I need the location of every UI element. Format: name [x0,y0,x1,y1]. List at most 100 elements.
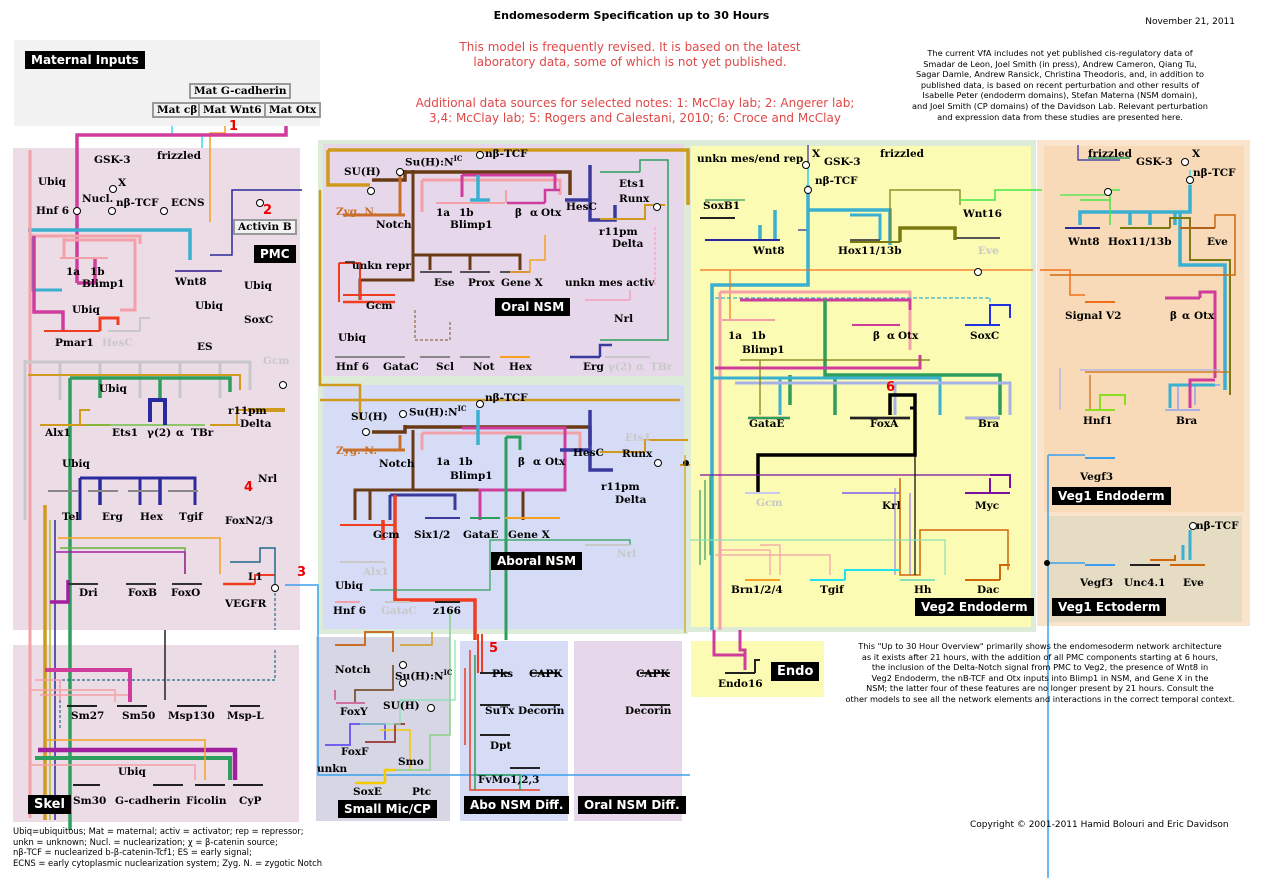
gene-foxa[interactable]: FoxA [870,418,899,430]
gene-gatae[interactable]: GataE [463,529,499,541]
gene-hesc[interactable]: HesC [102,337,133,349]
gene-hesc[interactable]: HesC [566,201,597,213]
gene-otx[interactable]: Otx [541,207,562,219]
gene-nrl[interactable]: Nrl [617,548,637,560]
gene-soxb1[interactable]: SoxB1 [703,200,741,212]
gene-gsk3[interactable]: GSK-3 [94,154,131,166]
gene-hnf6[interactable]: Hnf 6 [336,361,370,373]
gene-tbr[interactable]: TBr [650,361,673,373]
gene-nbeta-tcf[interactable]: nβ-TCF [485,148,528,160]
gene-nbeta-tcf[interactable]: nβ-TCF [815,175,858,187]
gene-bra[interactable]: Bra [978,418,1000,430]
gene-signal-v2[interactable]: Signal V2 [1065,310,1122,322]
gene-alx1[interactable]: Alx1 [45,427,71,439]
gene-g-cadherin[interactable]: G-cadherin [115,795,181,807]
gene-z166[interactable]: z166 [433,605,461,617]
gene-eve[interactable]: Eve [1207,236,1228,248]
gene-capk[interactable]: CAPK [529,668,563,680]
gene-smo[interactable]: Smo [398,756,424,768]
gene-runx[interactable]: Runx [619,193,650,205]
gene-not[interactable]: Not [473,361,495,373]
gene-gsk3[interactable]: GSK-3 [824,156,861,168]
gene-unc4-1[interactable]: Unc4.1 [1124,577,1166,589]
gene-blimp1[interactable]: Blimp1 [742,344,785,356]
gene-ecns[interactable]: ECNS [171,197,205,209]
gene-otx[interactable]: Otx [545,456,566,468]
gene-gatac[interactable]: GataC [381,605,417,617]
gene-hnf6[interactable]: Hnf 6 [36,205,70,217]
gene-sm27[interactable]: Sm27 [71,710,105,722]
gene-ets1[interactable]: Ets1 [619,178,646,190]
gene-foxy[interactable]: FoxY [340,706,368,718]
gene-hox11-13b[interactable]: Hox11/13b [1108,236,1172,248]
gene-alx1[interactable]: Alx1 [363,566,389,578]
gene-hesc[interactable]: HesC [573,447,604,459]
gene-scl[interactable]: Scl [436,361,454,373]
gene-erg[interactable]: Erg [583,361,604,373]
mat-g-cadherin-box[interactable]: Mat G-cadherin [189,83,292,99]
gene-tgif[interactable]: Tgif [820,584,844,596]
gene-ptc[interactable]: Ptc [412,786,432,798]
gene-su-h-nic[interactable]: Su(H):NIC [409,404,466,419]
gene-delta[interactable]: Delta [240,418,272,430]
gene-dpt[interactable]: Dpt [490,740,512,752]
gene-gene-x[interactable]: Gene X [508,529,550,541]
mat-cbeta-box[interactable]: Mat cβ [152,102,203,118]
gene-runx[interactable]: Runx [622,448,653,460]
gene-wnt8[interactable]: Wnt8 [753,245,785,257]
gene-nbeta-tcf[interactable]: nβ-TCF [485,392,528,404]
gene-wnt8[interactable]: Wnt8 [1068,236,1100,248]
gene-su-h[interactable]: SU(H) [351,411,388,423]
gene-cyp[interactable]: CyP [239,795,262,807]
gene-sutx[interactable]: SuTx [485,705,515,717]
gene-hox11-13b[interactable]: Hox11/13b [838,245,902,257]
gene-blimp1[interactable]: Blimp1 [450,219,493,231]
gene-gatae[interactable]: GataE [749,418,785,430]
gene-gsk3[interactable]: GSK-3 [1136,156,1173,168]
gene-nrl[interactable]: Nrl [614,313,634,325]
gene-r11pm[interactable]: r11pm [228,405,267,417]
gene-soxe[interactable]: SoxE [353,786,382,798]
gene-nbeta-tcf[interactable]: nβ-TCF [1193,167,1236,179]
gene-notch[interactable]: Notch [376,219,412,231]
gene-frizzled[interactable]: frizzled [880,148,924,160]
gene-es[interactable]: ES [197,341,213,353]
gene-nbeta-tcf[interactable]: nβ-TCF [116,197,159,209]
gene-decorin[interactable]: Decorin [625,705,672,717]
gene-msp-l[interactable]: Msp-L [227,710,264,722]
gene-ficolin[interactable]: Ficolin [186,795,227,807]
gene-hex[interactable]: Hex [509,361,532,373]
gene-msp130[interactable]: Msp130 [168,710,215,722]
gene-frizzled[interactable]: frizzled [157,150,201,162]
gene-sm50[interactable]: Sm50 [122,710,156,722]
gene-dac[interactable]: Dac [977,584,1000,596]
gene-zyg-n[interactable]: Zyg. N. [336,445,378,457]
gene-dri[interactable]: Dri [79,587,98,599]
gene-ese[interactable]: Ese [434,277,455,289]
activin-b-box[interactable]: Activin B [233,219,297,235]
gene-capk[interactable]: CAPK [636,668,670,680]
gene-tel[interactable]: Tel [62,511,80,523]
gene-eve[interactable]: Eve [978,245,999,257]
gene-soxc[interactable]: SoxC [244,314,274,326]
gene-hnf1[interactable]: Hnf1 [1083,415,1113,427]
gene-wnt8[interactable]: Wnt8 [175,276,207,288]
gene-bra[interactable]: Bra [1176,415,1198,427]
gene-gatac[interactable]: GataC [383,361,419,373]
gene-l1[interactable]: L1 [248,571,263,583]
gene-otx[interactable]: Otx [898,330,919,342]
gene-ets1[interactable]: Ets1 [112,427,139,439]
gene-foxn2-3[interactable]: FoxN2/3 [225,515,274,527]
gene-gcm[interactable]: Gcm [263,355,290,367]
gene-delta[interactable]: Delta [615,494,647,506]
gene-su-h[interactable]: SU(H) [344,166,381,178]
gene-erg[interactable]: Erg [102,511,123,523]
gene-brn1-2-4[interactable]: Brn1/2/4 [731,584,783,596]
gene-nbeta-tcf[interactable]: nβ-TCF [1196,520,1239,532]
gene-vegf3[interactable]: Vegf3 [1080,577,1114,589]
gene-r11pm[interactable]: r11pm [601,481,640,493]
gene-hh[interactable]: Hh [914,584,932,596]
mat-otx-box[interactable]: Mat Otx [264,102,322,118]
gene-tbr[interactable]: TBr [191,427,214,439]
gene-gcm[interactable]: Gcm [366,300,393,312]
